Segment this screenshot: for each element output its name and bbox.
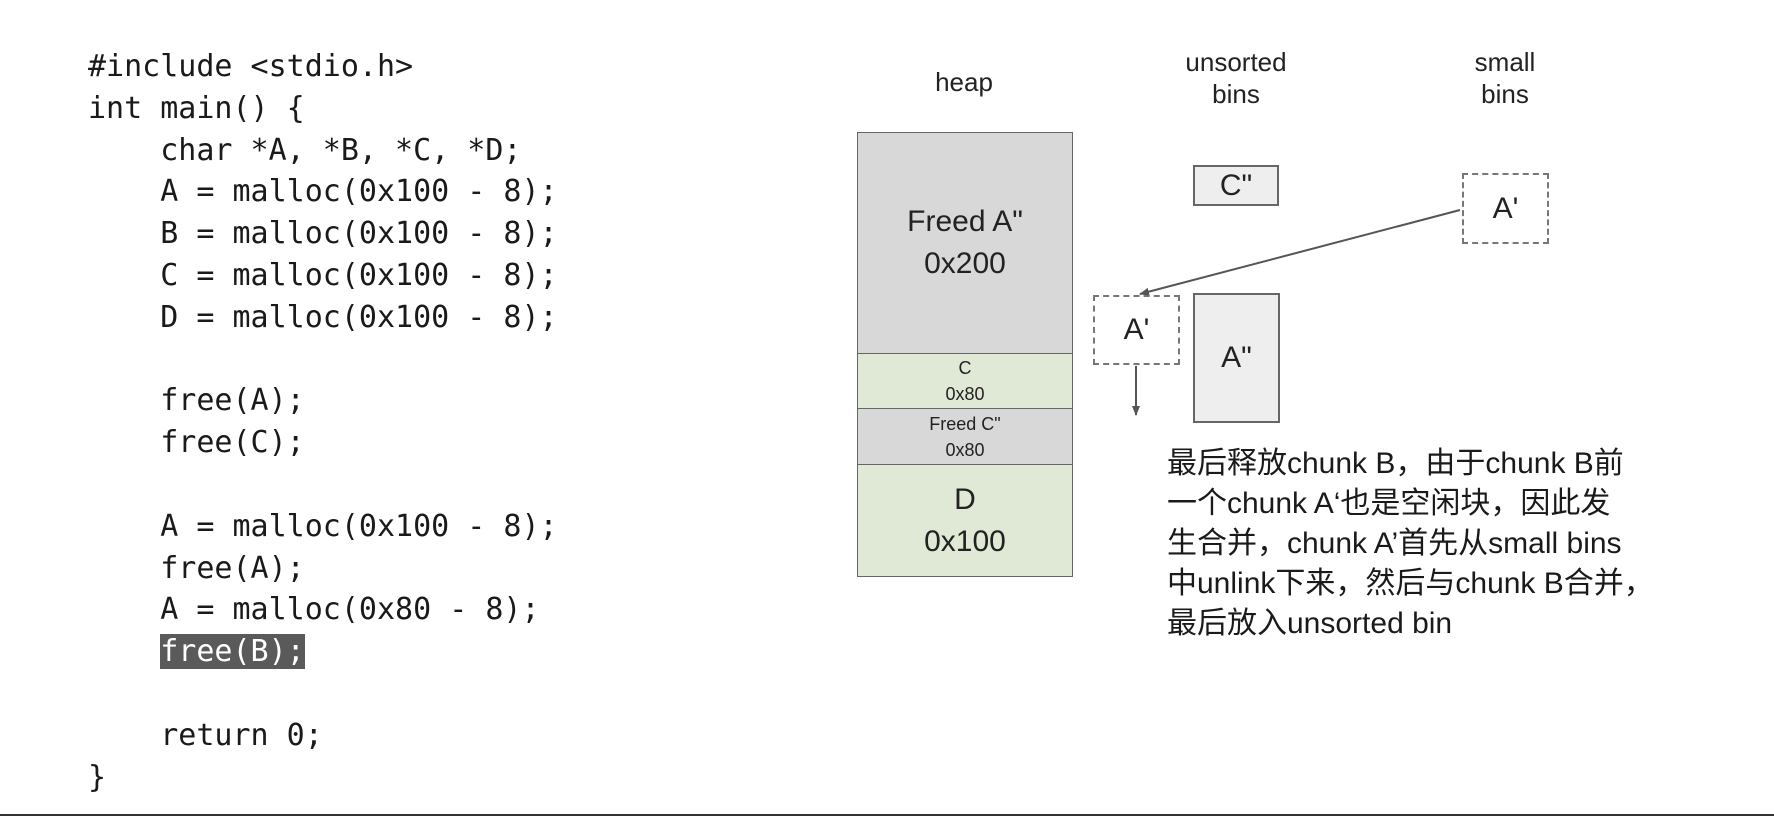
code-line: free(A); xyxy=(88,550,305,586)
bottom-divider xyxy=(0,814,1774,816)
code-line: } xyxy=(88,759,107,795)
unlink-arrow xyxy=(1139,209,1461,296)
code-line: free(C); xyxy=(88,425,305,461)
unsorted-bins-header: unsorted bins xyxy=(1185,47,1287,109)
code-line: B = malloc(0x100 - 8); xyxy=(88,216,558,252)
code-line: char *A, *B, *C, *D; xyxy=(88,132,522,168)
code-line: return 0; xyxy=(88,717,323,753)
chunk-size: 0x80 xyxy=(945,384,985,404)
chunk-size: 0x100 xyxy=(924,524,1006,558)
code-line: A = malloc(0x100 - 8); xyxy=(88,174,558,210)
chunk-size: 0x200 xyxy=(924,247,1006,280)
unsorted-bin-chunk-c: C" xyxy=(1193,165,1279,206)
chunk-size: 0x80 xyxy=(945,439,985,460)
code-listing: #include <stdio.h> int main() { char *A, … xyxy=(88,46,558,798)
chunk-name: C xyxy=(958,358,972,378)
code-line: int main() { xyxy=(88,90,305,126)
small-bin-chunk-a: A' xyxy=(1462,173,1549,244)
code-line: #include <stdio.h> xyxy=(88,49,414,84)
code-line: D = malloc(0x100 - 8); xyxy=(88,299,558,335)
code-line-highlighted: free(B); xyxy=(88,631,558,673)
explanation-note: 最后释放chunk B，由于chunk B前 一个chunk A‘也是空闲块，因… xyxy=(1167,444,1727,644)
heap-header: heap xyxy=(935,67,993,97)
highlighted-statement: free(B); xyxy=(160,634,305,670)
heap-chunk-freed-a: Freed A" 0x200 xyxy=(857,132,1073,354)
heap-chunk-freed-c: Freed C" 0x80 xyxy=(857,409,1073,465)
note-line: 一个chunk A‘也是空闲块，因此发 xyxy=(1167,487,1611,520)
code-line: free(A); xyxy=(88,383,305,419)
chunk-name: Freed A" xyxy=(907,205,1023,238)
chunk-name: Freed C" xyxy=(929,413,1001,434)
heap-chunk-c: C 0x80 xyxy=(857,354,1073,409)
note-line: 最后释放chunk B，由于chunk B前 xyxy=(1167,447,1624,480)
note-line: 中unlink下来，然后与chunk B合并， xyxy=(1167,567,1654,600)
note-line: 最后放入unsorted bin xyxy=(1167,607,1453,640)
code-line: A = malloc(0x80 - 8); xyxy=(88,592,540,628)
code-line: C = malloc(0x100 - 8); xyxy=(88,257,558,293)
heap-chunk-d: D 0x100 xyxy=(857,465,1073,577)
unsorted-bin-chunk-a2: A" xyxy=(1193,293,1280,423)
chunk-name: D xyxy=(954,482,976,516)
note-line: 生合并，chunk A’首先从small bins xyxy=(1167,527,1622,560)
small-bins-header: small bins xyxy=(1474,47,1536,109)
code-line: A = malloc(0x100 - 8); xyxy=(88,508,558,544)
heap-stack: Freed A" 0x200 C 0x80 Freed C" 0x80 D 0x… xyxy=(857,132,1073,577)
unlinked-chunk-a: A' xyxy=(1093,295,1180,365)
